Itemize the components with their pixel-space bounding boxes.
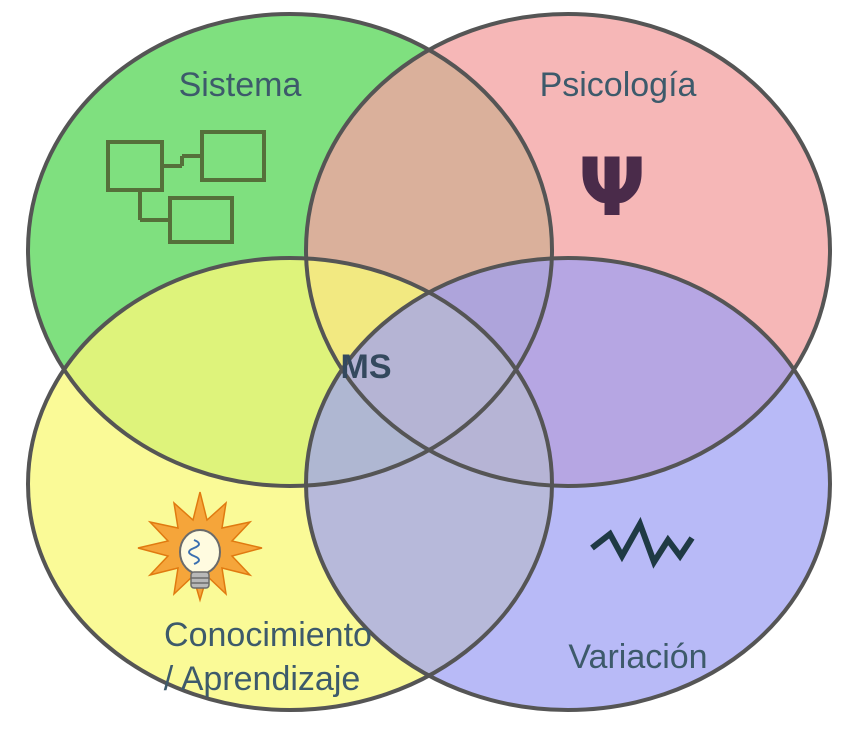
- outline-variacion: [304, 256, 832, 712]
- label-sistema: Sistema: [179, 66, 302, 104]
- psi-icon: Ψ: [578, 141, 646, 234]
- label-variacion: Variación: [568, 638, 707, 676]
- outline-conocimiento: [26, 256, 554, 712]
- outline-psicologia: [304, 12, 832, 488]
- label-conocimiento: Conocimiento: [164, 616, 372, 654]
- center-label-ms: MS: [341, 348, 392, 386]
- label-psicologia: Psicología: [540, 66, 697, 104]
- zigzag-icon: [590, 516, 695, 569]
- block-diagram-icon: [106, 130, 266, 244]
- circle-fills: [28, 14, 830, 710]
- circle-outlines: [26, 12, 832, 712]
- label-aprendizaje: / Aprendizaje: [164, 660, 361, 698]
- lightbulb-icon: [137, 491, 263, 603]
- outline-sistema: [26, 12, 554, 488]
